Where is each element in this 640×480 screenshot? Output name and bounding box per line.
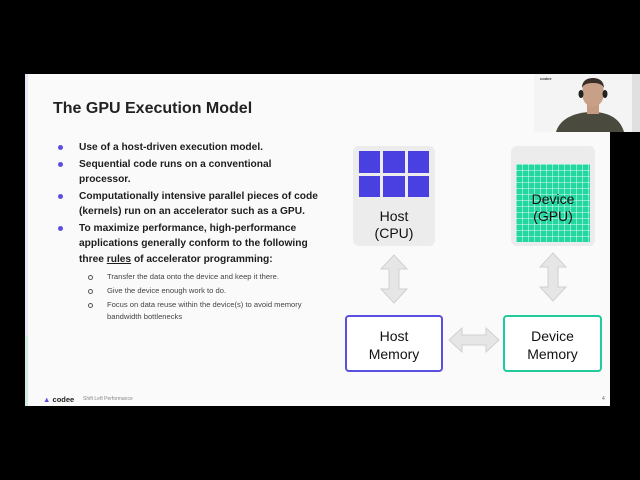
device-memory-line1: Device bbox=[531, 328, 574, 344]
sub-bullet-item: Focus on data reuse within the device(s)… bbox=[79, 299, 325, 323]
webcam-video: codee bbox=[534, 74, 640, 132]
sub-bullet-item: Give the device enough work to do. bbox=[79, 285, 325, 297]
codee-logo: ▲ codee bbox=[43, 395, 74, 404]
bullet-list: Use of a host-driven execution model. Se… bbox=[55, 140, 325, 325]
slide-accent-bar-bottom bbox=[25, 336, 28, 406]
host-memory-line1: Host bbox=[379, 328, 409, 344]
host-cpu-card: Host (CPU) bbox=[353, 146, 435, 246]
host-memory-box: Host Memory bbox=[345, 315, 443, 372]
bullet-item: Computationally intensive parallel piece… bbox=[55, 189, 325, 220]
bullet-text: To maximize performance, high-performanc… bbox=[79, 222, 308, 265]
footer-tagline: Shift Left Performance bbox=[83, 396, 133, 402]
bullet-item: Use of a host-driven execution model. bbox=[55, 140, 325, 156]
device-memory-box: Device Memory bbox=[503, 315, 602, 372]
device-gpu-label: Device (GPU) bbox=[511, 191, 595, 225]
gpu-cores-icon bbox=[516, 164, 590, 242]
device-label-line1: Device bbox=[531, 191, 575, 207]
host-memory-line2: Memory bbox=[368, 346, 420, 362]
host-cpu-label: Host (CPU) bbox=[353, 208, 435, 242]
memory-transfer-arrow-icon bbox=[448, 326, 500, 354]
page-number: 4 bbox=[602, 396, 605, 402]
presenter-avatar-icon bbox=[534, 74, 640, 132]
device-label-line2: (GPU) bbox=[533, 208, 573, 224]
device-gpu-card: Device (GPU) bbox=[511, 146, 595, 246]
footer-brand: codee bbox=[52, 395, 75, 404]
slide-title: The GPU Execution Model bbox=[53, 100, 253, 117]
presentation-slide: The GPU Execution Model Use of a host-dr… bbox=[25, 74, 610, 406]
host-label-line1: Host bbox=[379, 208, 409, 224]
bullet-text: of accelerator programming: bbox=[131, 253, 273, 265]
slide-accent-bar-top bbox=[25, 74, 28, 336]
sub-bullet-list: Transfer the data onto the device and ke… bbox=[79, 271, 325, 323]
bullet-item: To maximize performance, high-performanc… bbox=[55, 221, 325, 324]
bullet-item: Sequential code runs on a conventional p… bbox=[55, 157, 325, 188]
bullet-text-underlined: rules bbox=[106, 253, 132, 265]
cpu-cores-icon bbox=[359, 151, 429, 197]
device-to-memory-arrow-icon bbox=[538, 252, 568, 302]
host-label-line2: (CPU) bbox=[374, 225, 414, 241]
device-memory-line2: Memory bbox=[527, 346, 578, 362]
host-to-memory-arrow-icon bbox=[379, 254, 409, 304]
sub-bullet-item: Transfer the data onto the device and ke… bbox=[79, 271, 325, 283]
webcam-brand: codee bbox=[540, 76, 552, 81]
codee-logo-icon: ▲ bbox=[43, 395, 51, 404]
